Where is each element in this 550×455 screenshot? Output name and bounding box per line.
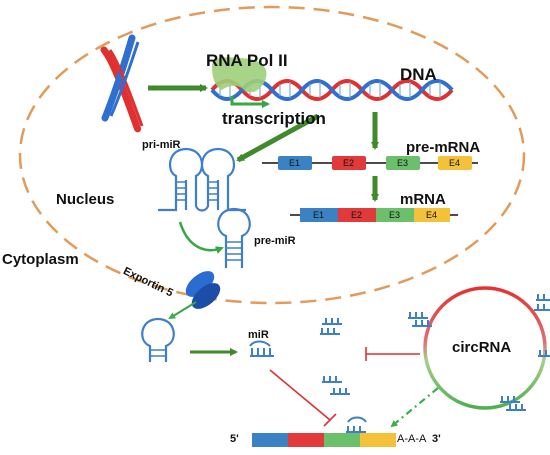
arrow-export-to-cytoplasm (168, 301, 197, 320)
pre-mir-hairpin (217, 207, 251, 268)
transcription-label: transcription (222, 109, 326, 128)
inhibition-mir-to-mrna (269, 369, 337, 427)
pri-mir-label: pri-miR (142, 139, 181, 151)
pre-mrna-exon (438, 156, 472, 170)
exon-label: E1 (313, 210, 324, 220)
exon-label: E3 (389, 210, 400, 220)
mrna-exon (414, 208, 450, 222)
bound-mir-icon (408, 312, 432, 327)
mrna-exon (300, 208, 338, 222)
three-prime-label: 3' (432, 433, 441, 445)
target-mrna (252, 433, 396, 447)
bound-mir-icon (534, 294, 550, 311)
rna-pol-ii-label: RNA Pol II (206, 51, 288, 70)
bound-mir-icon (538, 350, 550, 357)
rna-polymerase-icon (212, 57, 267, 92)
exon-label: E4 (449, 158, 460, 168)
cytoplasmic-pre-mir (141, 317, 175, 362)
exportin-5-icon (185, 271, 221, 309)
exon-label: E3 (397, 158, 408, 168)
exon-label: E2 (351, 210, 362, 220)
mir-label: miR (248, 329, 269, 341)
mir-duplex-icon (249, 340, 274, 357)
mrna-exon (338, 208, 376, 222)
pre-mir-label: pre-miR (254, 235, 296, 247)
poly-a-tail: A-A-A (397, 433, 427, 445)
pre-mrna-exon (278, 156, 312, 170)
arrow-dna-to-pri-mir (236, 113, 320, 163)
mrna-label: mRNA (400, 191, 446, 208)
mrna-exon (376, 208, 414, 222)
five-prime-label: 5' (230, 433, 239, 445)
transcription-arrow (230, 96, 270, 108)
circrna-ring (423, 286, 547, 410)
exon-label: E4 (426, 210, 437, 220)
pre-mrna-exon (332, 156, 366, 170)
arrow-circrna-to-mrna (390, 387, 439, 428)
cytoplasm-label: Cytoplasm (2, 251, 79, 268)
sponged-mir-icon (322, 376, 350, 395)
pre-mrna-strand: E1 E2 E3 E4 (262, 156, 478, 170)
exon-label: E1 (289, 158, 300, 168)
chromosome-icon (100, 34, 144, 134)
inhibition-circrna-to-mir (365, 347, 420, 361)
mrna-strand: E1 E2 E3 E4 (290, 208, 458, 222)
circrna-label: circRNA (452, 339, 512, 356)
pri-mir-hairpins (158, 147, 246, 212)
bound-mir-on-mrna-icon (346, 416, 367, 433)
dna-label: DNA (400, 65, 437, 84)
pre-mrna-label: pre-mRNA (406, 139, 481, 156)
sponged-mir-icon (320, 318, 342, 335)
bound-mir-icon (500, 396, 526, 411)
nucleus-label: Nucleus (56, 191, 115, 208)
arrow-pri-to-pre-mir (178, 221, 224, 254)
pre-mrna-exon (386, 156, 420, 170)
exon-label: E2 (343, 158, 354, 168)
nuclear-membrane (18, 5, 526, 305)
